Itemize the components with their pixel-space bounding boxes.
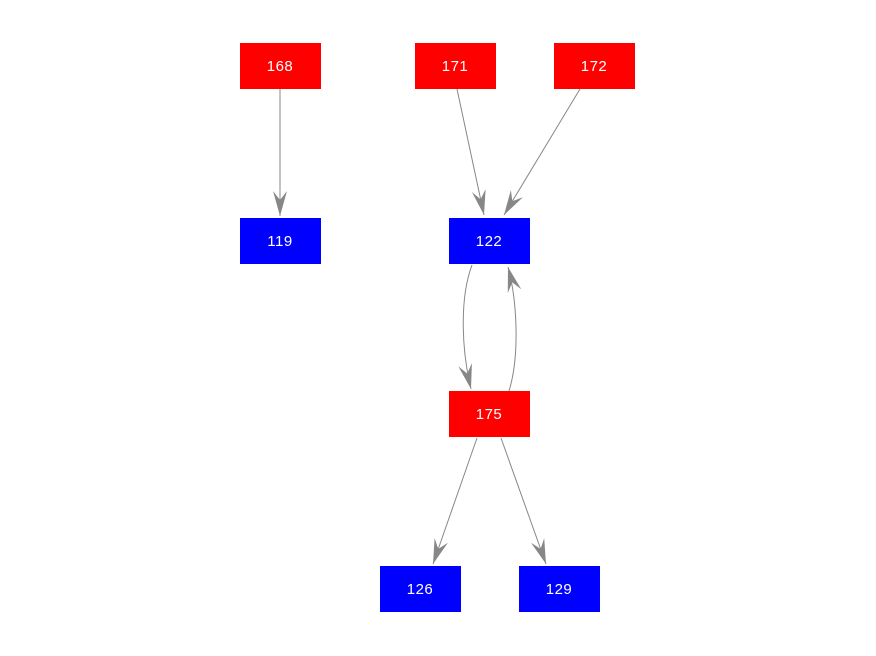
- graph-node-122: 122: [448, 218, 530, 264]
- node-label: 172: [580, 57, 608, 75]
- graph-node-172: 172: [553, 43, 635, 89]
- graph-node-175: 175: [448, 391, 530, 437]
- node-label: 119: [267, 232, 293, 250]
- arrowhead-icon: [507, 267, 522, 293]
- node-label: 129: [545, 580, 573, 598]
- graph-node-171: 171: [414, 43, 496, 89]
- graph-node-119: 119: [239, 218, 321, 264]
- node-label: 171: [441, 57, 469, 75]
- edge-172-122: [503, 88, 581, 216]
- node-label: 175: [475, 405, 503, 423]
- graph-node-129: 129: [518, 566, 600, 612]
- graph-node-168: 168: [239, 43, 321, 89]
- node-label: 168: [266, 57, 294, 75]
- arrowhead-icon: [531, 538, 546, 564]
- node-label: 126: [406, 580, 434, 598]
- edge-175-126: [432, 437, 478, 565]
- arrowhead-icon: [433, 538, 448, 564]
- arrowhead-icon: [458, 363, 472, 389]
- arrowhead-icon: [273, 191, 287, 216]
- graph-node-126: 126: [379, 566, 461, 612]
- edge-175-129: [500, 437, 547, 565]
- edge-171-122: [456, 88, 485, 216]
- arrowhead-icon: [504, 190, 523, 215]
- node-label: 122: [475, 232, 503, 250]
- arrowhead-icon: [471, 189, 486, 215]
